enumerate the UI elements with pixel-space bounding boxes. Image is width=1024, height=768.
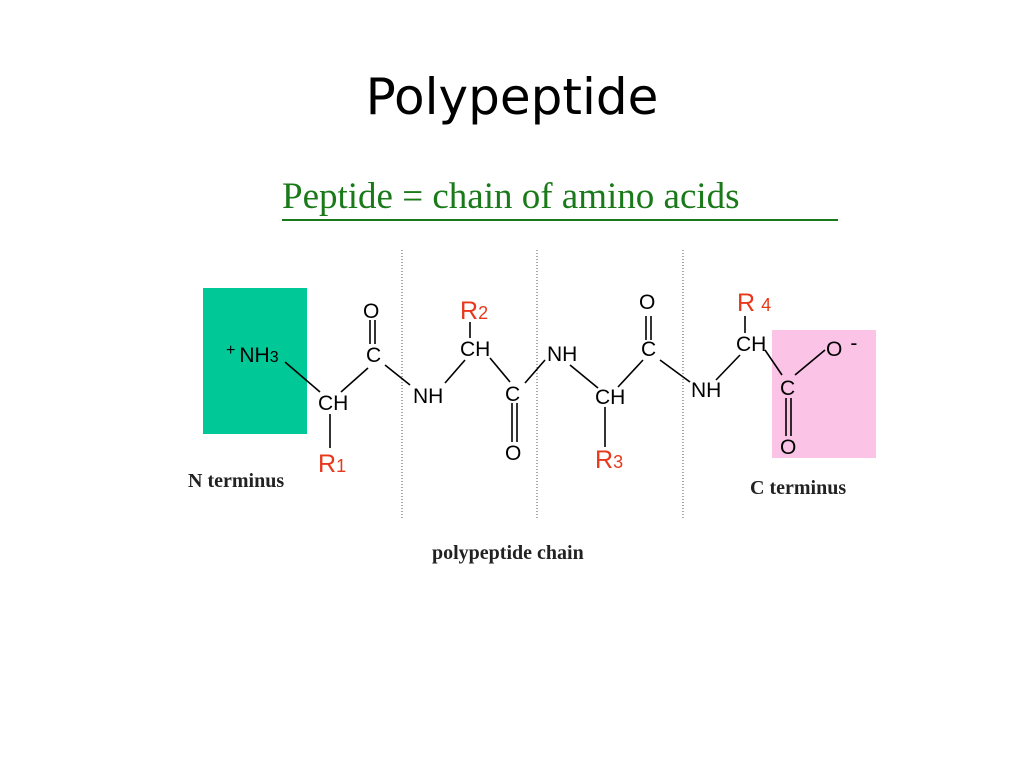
carboxylate-oxygen: O- — [826, 332, 857, 361]
amide-nh-1: NH — [413, 385, 443, 408]
alpha-carbon-3: CH — [595, 386, 625, 409]
carbonyl-carbon-1: C — [366, 344, 381, 367]
n-terminus-label: N terminus — [188, 470, 284, 492]
carbonyl-oxygen-2: O — [505, 442, 521, 465]
carbonyl-carbon-2: C — [505, 383, 520, 406]
carboxyl-oxygen-double: O — [780, 436, 796, 459]
c-terminus-label: C terminus — [750, 477, 846, 499]
n-terminus-box — [203, 288, 307, 434]
bonds — [284, 316, 826, 448]
alpha-carbon-4: CH — [736, 333, 766, 356]
carbonyl-oxygen-1: O — [363, 300, 379, 323]
subtitle: Peptide = chain of amino acids — [282, 176, 740, 217]
carboxyl-carbon: C — [780, 377, 795, 400]
amide-nh-3: NH — [691, 379, 721, 402]
r-group-2: R2 — [460, 297, 488, 325]
alpha-carbon-1: CH — [318, 392, 348, 415]
carbonyl-carbon-3: C — [641, 338, 656, 361]
subtitle-underline — [282, 219, 838, 221]
alpha-carbon-2: CH — [460, 338, 490, 361]
amide-nh-2: NH — [547, 343, 577, 366]
carbonyl-oxygen-3: O — [639, 291, 655, 314]
r-group-1: R1 — [318, 450, 346, 478]
r-group-3: R3 — [595, 446, 623, 474]
n-terminal-amine: +NH3 — [226, 342, 279, 367]
polypeptide-chain-caption: polypeptide chain — [432, 542, 584, 564]
slide-title: Polypeptide — [365, 68, 659, 126]
